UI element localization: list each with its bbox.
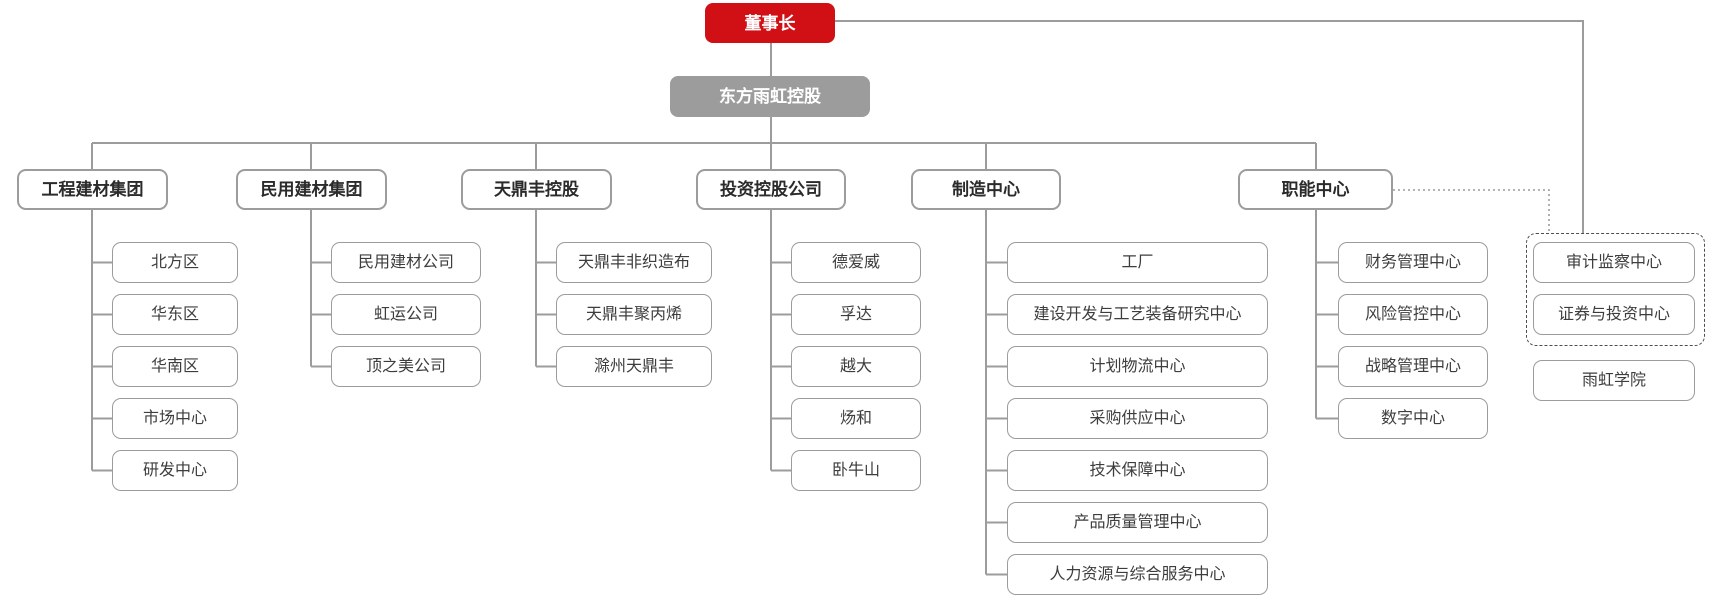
node-child-5-1: 风险管控中心	[1338, 294, 1488, 335]
node-child-3-2: 越大	[791, 346, 921, 387]
node-chairman: 董事长	[705, 3, 835, 43]
node-yuhong-college: 雨虹学院	[1533, 360, 1695, 401]
node-audit-supervision-center: 审计监察中心	[1533, 242, 1695, 283]
node-child-1-1: 虹运公司	[331, 294, 481, 335]
node-branch-3: 投资控股公司	[696, 169, 846, 210]
node-child-3-0: 德爱威	[791, 242, 921, 283]
node-child-4-0: 工厂	[1007, 242, 1268, 283]
node-child-0-3: 市场中心	[112, 398, 238, 439]
node-branch-0: 工程建材集团	[17, 169, 168, 210]
node-child-1-2: 顶之美公司	[331, 346, 481, 387]
node-child-4-4: 技术保障中心	[1007, 450, 1268, 491]
board-direct-dashed-group	[1526, 233, 1705, 346]
node-child-2-1: 天鼎丰聚丙烯	[556, 294, 712, 335]
node-child-4-2: 计划物流中心	[1007, 346, 1268, 387]
node-branch-5: 职能中心	[1238, 169, 1393, 210]
solid-connector-path	[91, 20, 1584, 576]
node-child-5-3: 数字中心	[1338, 398, 1488, 439]
node-child-0-4: 研发中心	[112, 450, 238, 491]
node-branch-2: 天鼎丰控股	[461, 169, 612, 210]
node-child-5-0: 财务管理中心	[1338, 242, 1488, 283]
node-child-2-2: 滁州天鼎丰	[556, 346, 712, 387]
node-child-5-2: 战略管理中心	[1338, 346, 1488, 387]
node-securities-investment-center: 证券与投资中心	[1533, 294, 1695, 335]
node-child-3-3: 炀和	[791, 398, 921, 439]
node-child-3-4: 卧牛山	[791, 450, 921, 491]
node-child-2-0: 天鼎丰非织造布	[556, 242, 712, 283]
node-branch-4: 制造中心	[911, 169, 1061, 210]
node-child-0-0: 北方区	[112, 242, 238, 283]
node-branch-1: 民用建材集团	[236, 169, 387, 210]
node-child-1-0: 民用建材公司	[331, 242, 481, 283]
node-holding: 东方雨虹控股	[670, 76, 870, 117]
node-child-4-5: 产品质量管理中心	[1007, 502, 1268, 543]
dotted-connector-path	[1393, 189, 1550, 233]
node-child-0-2: 华南区	[112, 346, 238, 387]
node-child-4-6: 人力资源与综合服务中心	[1007, 554, 1268, 595]
node-child-4-1: 建设开发与工艺装备研究中心	[1007, 294, 1268, 335]
node-child-0-1: 华东区	[112, 294, 238, 335]
node-child-3-1: 孚达	[791, 294, 921, 335]
node-child-4-3: 采购供应中心	[1007, 398, 1268, 439]
